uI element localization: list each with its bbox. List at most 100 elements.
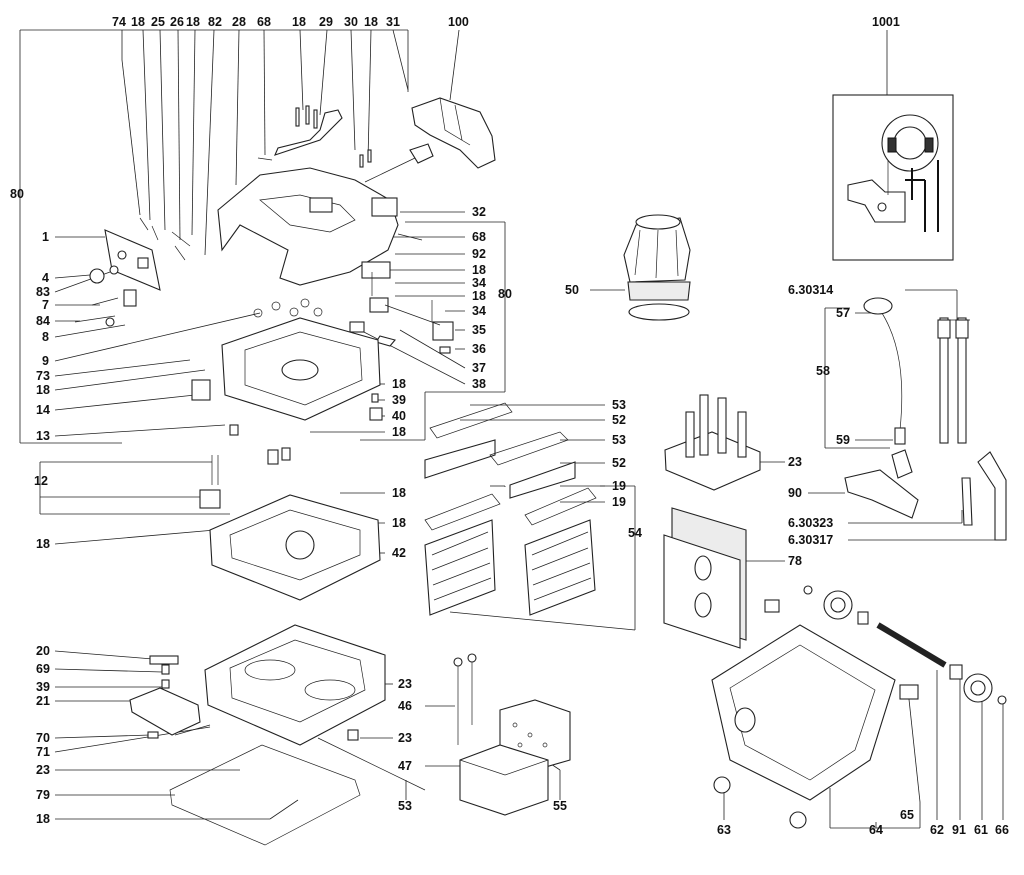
label-57: 57 [836,306,850,320]
label-54: 54 [628,526,642,540]
label-35: 35 [472,323,486,337]
label-36: 36 [472,342,486,356]
label-39: 39 [36,680,50,694]
leader-lines [19,29,1004,829]
label-66: 66 [995,823,1009,837]
label-47: 47 [398,759,412,773]
switch-plate-part [104,217,191,291]
parts [74,94,1007,846]
label-58: 58 [816,364,830,378]
label-63: 63 [717,823,731,837]
label-46: 46 [398,699,412,713]
label-68: 68 [472,230,486,244]
label-6-30317: 6.30317 [788,533,833,547]
label-plate-92 [361,261,391,279]
label-55: 55 [553,799,567,813]
label-4: 4 [42,271,49,285]
cable-hook-part [411,97,496,169]
long-screws-part [453,653,477,745]
label-18: 18 [472,289,486,303]
label-1001: 1001 [872,15,900,29]
label-80: 80 [10,187,24,201]
label-53: 53 [612,433,626,447]
hose-part [863,297,969,445]
label-34: 34 [472,304,486,318]
label-62: 62 [930,823,944,837]
label-18: 18 [36,383,50,397]
label-18: 18 [36,537,50,551]
label-18: 18 [292,15,306,29]
label-14: 14 [36,403,50,417]
label-90: 90 [788,486,802,500]
label-79: 79 [36,788,50,802]
carry-handle-parts [129,655,211,739]
label-23: 23 [398,677,412,691]
filter-basket-part [664,394,761,491]
label-53: 53 [612,398,626,412]
label-18: 18 [472,263,486,277]
label-19: 19 [612,495,626,509]
label-plate-32 [371,197,398,217]
label-6-30323: 6.30323 [788,516,833,530]
label-52: 52 [612,413,626,427]
label-64: 64 [869,823,883,837]
label-92: 92 [472,247,486,261]
label-7: 7 [42,298,49,312]
part-number-labels: 74 18 25 26 18 82 28 68 18 29 30 18 31 1… [10,15,1009,837]
label-84: 84 [36,314,50,328]
label-68: 68 [257,15,271,29]
label-52: 52 [612,456,626,470]
label-74: 74 [112,15,126,29]
label-31: 31 [386,15,400,29]
top-cover-part [217,167,399,286]
label-18: 18 [392,486,406,500]
label-100: 100 [448,15,469,29]
upper-housing-part [191,298,383,465]
label-71: 71 [36,745,50,759]
knob-parts [74,265,137,327]
motor-part [623,214,691,321]
label-21: 21 [36,694,50,708]
filter-plate-part [663,507,747,649]
floor-nozzle-part [844,449,919,519]
rod-53 [317,737,426,791]
label-37: 37 [472,361,486,375]
label-13: 13 [36,429,50,443]
label-1: 1 [42,230,49,244]
label-18: 18 [392,425,406,439]
label-12: 12 [34,474,48,488]
tank-part [711,585,1007,829]
label-23: 23 [398,731,412,745]
label-61: 61 [974,823,988,837]
label-32: 32 [472,205,486,219]
label-6-30314: 6.30314 [788,283,833,297]
label-38: 38 [472,377,486,391]
label-18: 18 [131,15,145,29]
label-50: 50 [565,283,579,297]
label-80: 80 [498,287,512,301]
label-53: 53 [398,799,412,813]
label-23: 23 [36,763,50,777]
label-18: 18 [392,377,406,391]
label-42: 42 [392,546,406,560]
label-39: 39 [392,393,406,407]
crevice-tool-parts [961,451,1007,541]
label-23: 23 [788,455,802,469]
electronics-parts [349,272,454,354]
pin-68 [397,233,423,241]
label-30: 30 [344,15,358,29]
body-part [204,624,386,746]
label-59: 59 [836,433,850,447]
label-28: 28 [232,15,246,29]
label-18: 18 [364,15,378,29]
wiring-schematic-part [832,94,954,261]
label-83: 83 [36,285,50,299]
handle-part [257,105,343,161]
label-65: 65 [900,808,914,822]
label-18: 18 [36,812,50,826]
label-25: 25 [151,15,165,29]
label-20: 20 [36,644,50,658]
label-19: 19 [612,479,626,493]
label-70: 70 [36,731,50,745]
